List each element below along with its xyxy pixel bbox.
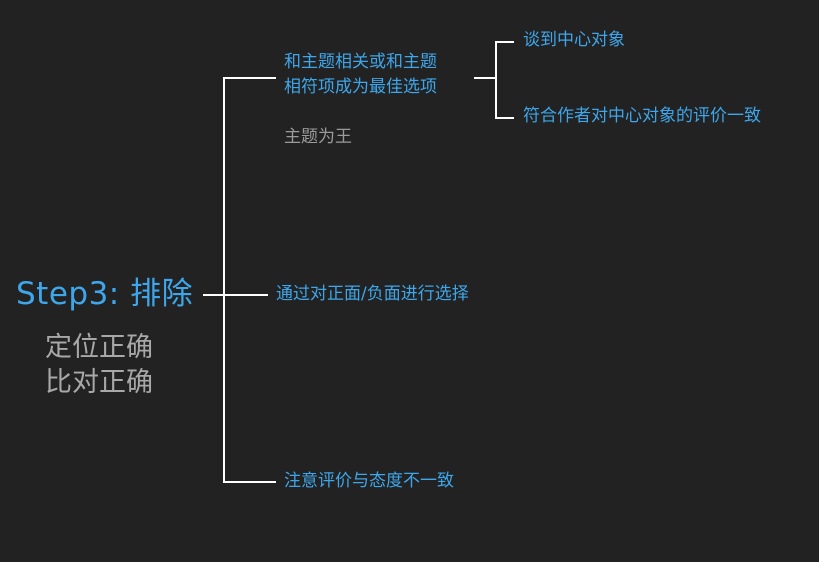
branch-1-note: 主题为王 [284, 127, 352, 147]
branch-1-line-2: 相符项成为最佳选项 [284, 77, 437, 98]
branch-3-node: 注意评价与态度不一致 [284, 471, 454, 491]
child-node-1: 谈到中心对象 [523, 30, 625, 50]
root-subtitle-line-1: 定位正确 [45, 332, 153, 363]
root-subtitle-block: 定位正确 比对正确 [45, 330, 153, 400]
branch-1-line-1: 和主题相关或和主题 [284, 52, 437, 72]
branch-2-node: 通过对正面/负面进行选择 [276, 284, 469, 304]
root-title: Step3: 排除 [16, 276, 194, 312]
child-node-2: 符合作者对中心对象的评价一致 [523, 106, 761, 126]
root-node: Step3: 排除 [16, 275, 193, 314]
branch-1-node: 和主题相关或和主题 相符项成为最佳选项 [284, 52, 437, 99]
root-subtitle-line-2: 比对正确 [45, 367, 153, 399]
